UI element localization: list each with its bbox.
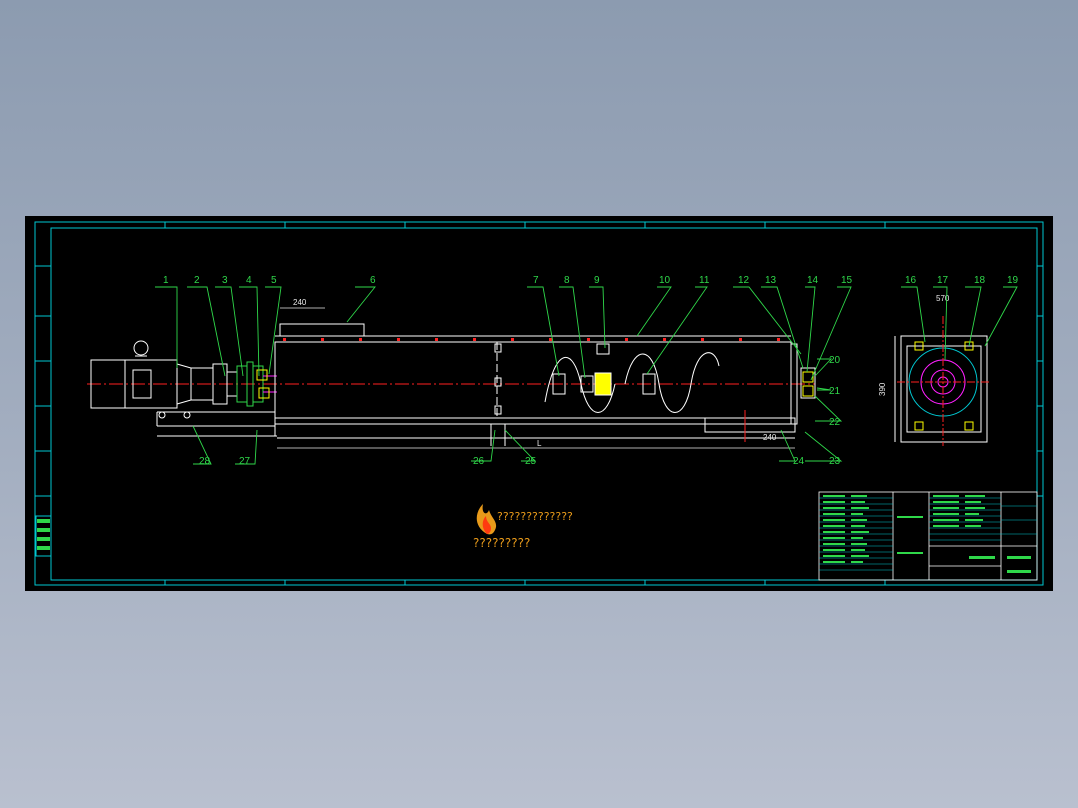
cad-drawing: L 240 240 570 390 (34, 221, 1044, 586)
balloon-4: 4 (246, 275, 252, 286)
balloon-10: 10 (659, 275, 671, 286)
balloon-23: 23 (829, 456, 841, 467)
balloon-19: 19 (1007, 275, 1019, 286)
hanger-bearing (490, 343, 506, 446)
balloon-21: 21 (829, 386, 841, 397)
end-view-centerlines (897, 316, 991, 446)
head-bearing (256, 369, 270, 399)
balloon-5: 5 (271, 275, 277, 286)
inner-border (50, 227, 1038, 581)
margin-stamp (35, 515, 52, 557)
balloon-8: 8 (564, 275, 570, 286)
drive-base (156, 411, 277, 437)
part-balloons: 1 2 3 4 5 6 7 8 9 10 11 12 13 14 15 16 1… (163, 275, 1019, 467)
end-width-dimension: 570 (936, 294, 950, 303)
balloon-2: 2 (194, 275, 200, 286)
balloon-25: 25 (525, 456, 537, 467)
title-block (818, 491, 1038, 581)
tail-bearing-seat (802, 371, 814, 397)
drawing-sheet: L 240 240 570 390 (25, 216, 1053, 591)
flame-logo-icon (476, 504, 497, 535)
balloon-7: 7 (533, 275, 539, 286)
balloon-20: 20 (829, 355, 841, 366)
outer-border (34, 221, 1044, 586)
balloon-27: 27 (239, 456, 251, 467)
balloon-15: 15 (841, 275, 853, 286)
tail-dimension-label: 240 (763, 433, 777, 442)
balloon-9: 9 (594, 275, 600, 286)
balloon-28: 28 (199, 456, 211, 467)
trough-housing (274, 323, 795, 439)
zone-ticks (35, 222, 1043, 585)
end-height-dimension: 390 (878, 382, 887, 396)
balloon-26: 26 (473, 456, 485, 467)
balloon-3: 3 (222, 275, 228, 286)
balloon-18: 18 (974, 275, 986, 286)
end-view-bolts (914, 341, 974, 431)
watermark-line2: ????????? (473, 536, 530, 550)
drive-motor (90, 340, 192, 409)
screw-flight (544, 343, 720, 413)
balloon-16: 16 (905, 275, 917, 286)
balloon-17: 17 (937, 275, 949, 286)
length-dimension-label: L (537, 439, 542, 448)
intermediate-shaft-sleeve (594, 372, 612, 396)
leader-lines (155, 286, 1018, 465)
title-block-rows (819, 497, 1037, 571)
balloon-11: 11 (699, 275, 710, 286)
balloon-1: 1 (163, 275, 169, 286)
balloon-13: 13 (765, 275, 777, 286)
balloon-24: 24 (793, 456, 805, 467)
hopper-dimension-label: 240 (293, 298, 307, 307)
end-view-housing (894, 335, 988, 443)
tail-bearing (704, 343, 816, 442)
balloon-22: 22 (829, 417, 841, 428)
watermark-line1: ????????????? (497, 510, 573, 523)
title-block-entries (823, 495, 1031, 573)
flange-bolts (283, 338, 780, 341)
balloon-6: 6 (370, 275, 376, 286)
balloon-12: 12 (738, 275, 750, 286)
balloon-14: 14 (807, 275, 819, 286)
